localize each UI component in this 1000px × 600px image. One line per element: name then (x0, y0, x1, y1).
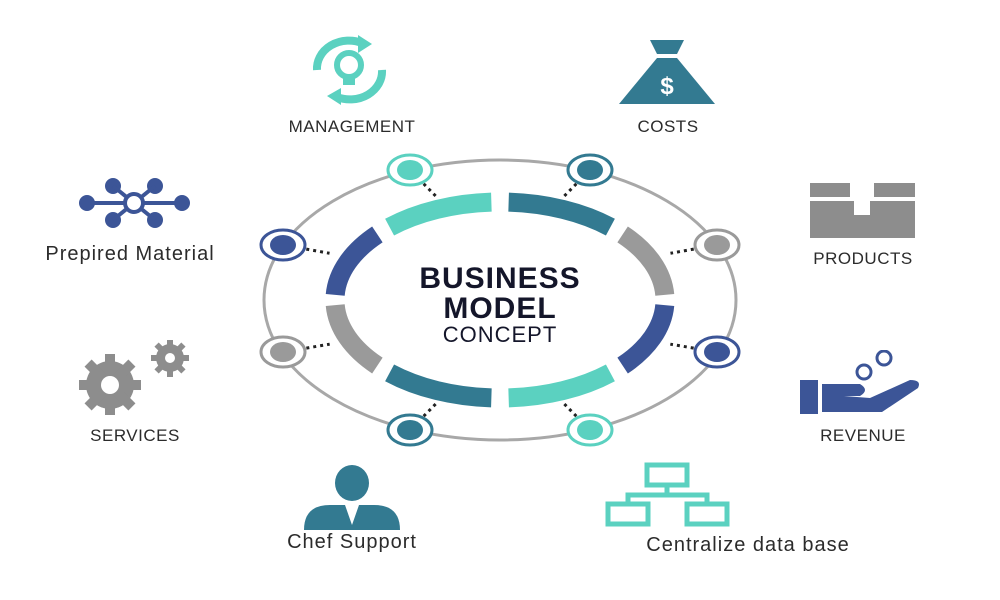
ring-segment (508, 192, 615, 236)
person-icon (304, 465, 400, 530)
node-dot (704, 342, 730, 362)
svg-text:$: $ (660, 73, 674, 100)
node-dot (270, 235, 296, 255)
hand-coins-icon (800, 350, 919, 414)
ring-segment (617, 303, 675, 374)
lightbulb-cycle-icon (312, 35, 387, 105)
node-dot (270, 342, 296, 362)
gears-icon (79, 340, 189, 415)
label-prepired-material: Prepired Material (45, 243, 215, 265)
ring-segment (385, 364, 492, 408)
connector-dots (561, 401, 578, 418)
money-bag-icon: $ (619, 40, 715, 104)
node-dot (577, 160, 603, 180)
connector-dots (670, 342, 694, 350)
connector-dots (306, 247, 330, 255)
network-nodes-icon (79, 178, 190, 228)
box-icon (810, 183, 915, 238)
label-services: SERVICES (90, 426, 180, 445)
outer-ring (262, 158, 738, 442)
hierarchy-icon (605, 462, 730, 527)
title-model: MODEL (443, 292, 557, 325)
ring-segment (325, 303, 383, 374)
label-centralize-data-base: Centralize data base (646, 534, 850, 556)
connector-dots (422, 401, 439, 418)
ring-segment (508, 364, 615, 408)
ring-segment (325, 226, 383, 297)
ring-segment (617, 226, 675, 297)
label-revenue: REVENUE (820, 426, 906, 445)
label-chef-support: Chef Support (287, 531, 417, 553)
node-dot (397, 160, 423, 180)
node-dot (397, 420, 423, 440)
connector-dots (561, 182, 578, 199)
connector-dots (306, 342, 330, 350)
title-concept: CONCEPT (442, 322, 558, 347)
node-dot (577, 420, 603, 440)
connector-dots (670, 247, 694, 255)
node-dot (704, 235, 730, 255)
label-products: PRODUCTS (813, 249, 913, 268)
title-business: BUSINESS (419, 262, 581, 295)
ring-segment (385, 192, 492, 236)
label-management: MANAGEMENT (288, 117, 416, 136)
label-costs: COSTS (637, 117, 699, 136)
connector-dots (422, 182, 439, 199)
